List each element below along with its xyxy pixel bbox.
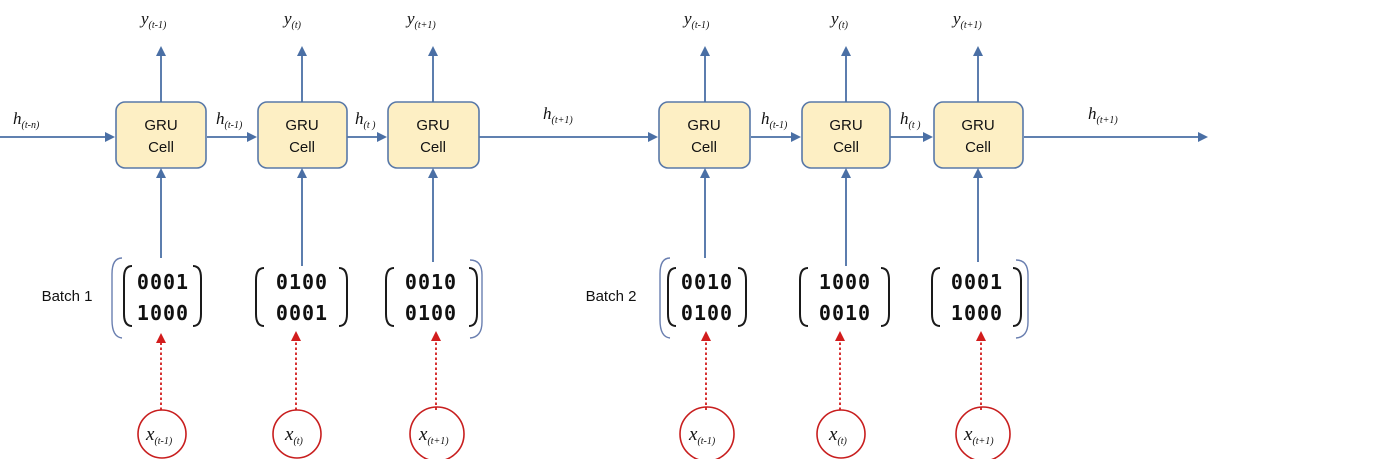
input-label: x(t) <box>284 424 304 447</box>
input-node: x(t-1) <box>679 406 735 459</box>
input-label: x(t-1) <box>145 424 173 447</box>
matrix-row: 0001 <box>951 270 1003 294</box>
gru-cell: GRU Cell <box>387 101 480 169</box>
gru-cell: GRU Cell <box>801 101 891 169</box>
matrix-row: 1000 <box>951 301 1003 325</box>
cell-label: GRU <box>687 117 720 134</box>
input-matrix: 0010 0100 <box>659 257 747 339</box>
matrix-row: 0010 <box>819 301 871 325</box>
output-label: y(t) <box>829 9 849 31</box>
input-label: x(t+1) <box>418 424 449 447</box>
output-label: y(t-1) <box>139 9 167 31</box>
hidden-label: h(t-n) <box>13 109 40 131</box>
output-label: y(t+1) <box>951 9 982 31</box>
matrix-row: 0001 <box>276 301 328 325</box>
cell-label: Cell <box>289 139 315 156</box>
output-label: y(t+1) <box>405 9 436 31</box>
input-node: x(t+1) <box>955 406 1011 459</box>
matrix-row: 0010 <box>681 270 733 294</box>
matrix-row: 0100 <box>405 301 457 325</box>
cell-label: GRU <box>961 117 994 134</box>
batch-label: Batch 2 <box>586 288 637 305</box>
input-label: x(t+1) <box>963 424 994 447</box>
gru-cell: GRU Cell <box>933 101 1024 169</box>
batch-1: h(t-n) h(t-1) h(t ) h(t+1) GRU Cell GRU … <box>0 9 658 459</box>
hidden-label: h(t+1) <box>1088 104 1118 126</box>
cell-label: GRU <box>829 117 862 134</box>
matrix-row: 0100 <box>276 270 328 294</box>
hidden-label: h(t-1) <box>761 109 788 131</box>
input-matrix: 0001 1000 <box>931 259 1029 339</box>
output-label: y(t-1) <box>682 9 710 31</box>
cell-label: Cell <box>420 139 446 156</box>
batch-2: h(t-1) h(t ) h(t+1) GRU Cell GRU Cell GR… <box>586 9 1208 459</box>
cell-label: Cell <box>148 139 174 156</box>
cell-label: GRU <box>144 117 177 134</box>
cell-label: GRU <box>416 117 449 134</box>
input-matrix: 0010 0100 <box>385 259 483 339</box>
cell-label: GRU <box>285 117 318 134</box>
cell-label: Cell <box>965 139 991 156</box>
hidden-label: h(t+1) <box>543 104 573 126</box>
output-label: y(t) <box>282 9 302 31</box>
matrix-row: 0100 <box>681 301 733 325</box>
gru-cell: GRU Cell <box>257 101 348 169</box>
cell-label: Cell <box>691 139 717 156</box>
hidden-label: h(t-1) <box>216 109 243 131</box>
input-matrix: 1000 0010 <box>799 267 890 327</box>
input-label: x(t) <box>828 424 848 447</box>
input-node: x(t) <box>816 409 866 459</box>
hidden-label: h(t ) <box>355 109 376 131</box>
matrix-row: 0001 <box>137 270 189 294</box>
input-matrix: 0001 1000 <box>111 257 202 339</box>
hidden-label: h(t ) <box>900 109 921 131</box>
gru-cell: GRU Cell <box>658 101 751 169</box>
input-matrix: 0100 0001 <box>255 267 348 327</box>
matrix-row: 1000 <box>819 270 871 294</box>
input-node: x(t+1) <box>409 406 465 459</box>
gru-cell: GRU Cell <box>115 101 207 169</box>
input-node: x(t-1) <box>137 409 187 459</box>
input-label: x(t-1) <box>688 424 716 447</box>
batch-label: Batch 1 <box>42 288 93 305</box>
matrix-row: 1000 <box>137 301 189 325</box>
cell-label: Cell <box>833 139 859 156</box>
input-node: x(t) <box>272 409 322 459</box>
matrix-row: 0010 <box>405 270 457 294</box>
